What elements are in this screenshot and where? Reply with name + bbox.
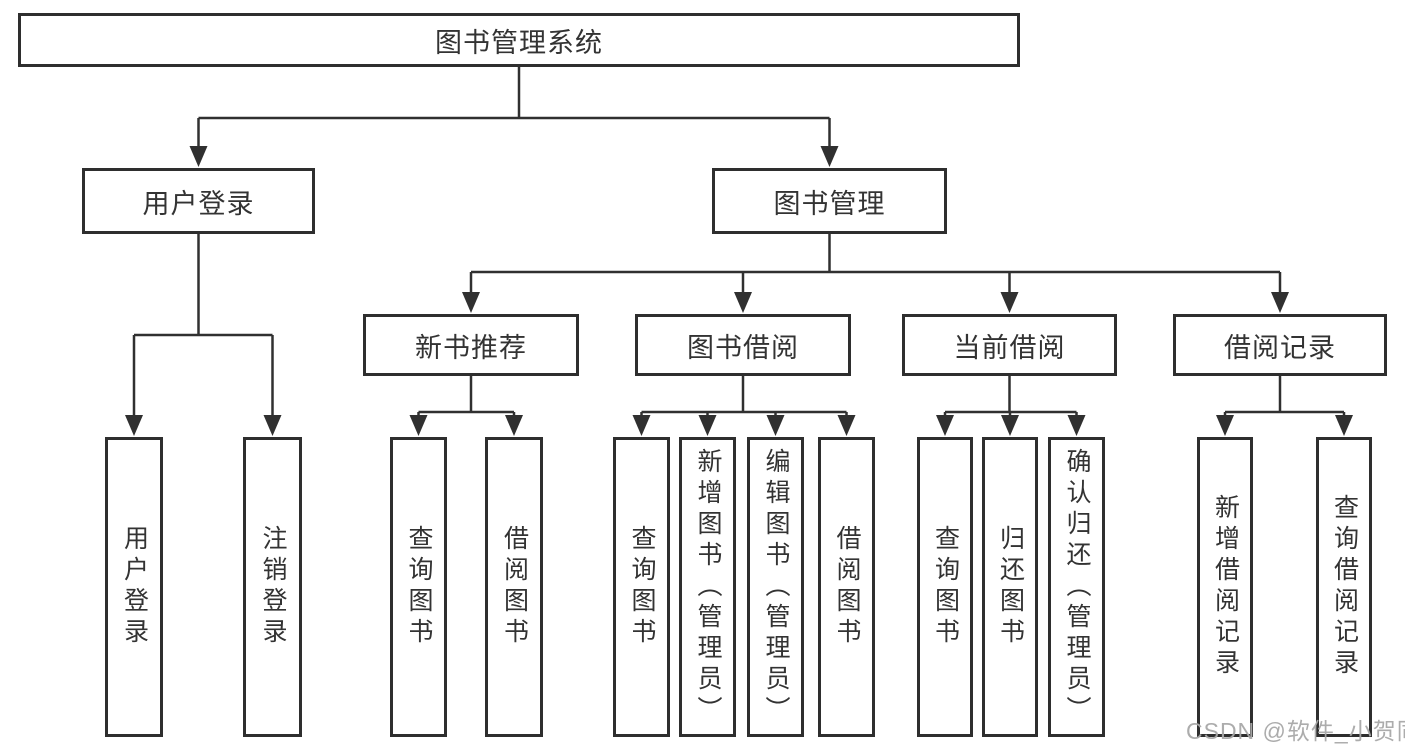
leaf-newrec-borrow-books-label: 借阅图书: [500, 525, 529, 649]
leaf-newrec-query-books-label: 查询图书: [405, 525, 433, 649]
node-library-management-system-label: 图书管理系统: [435, 27, 603, 58]
node-book-management: 图书管理: [712, 168, 947, 234]
leaf-borrow-borrow-books-label: 借阅图书: [833, 525, 861, 649]
leaf-current-query-books-label: 查询图书: [931, 525, 960, 649]
leaf-borrow-add-books: 新增图书（管理员）: [679, 437, 736, 737]
leaf-logout: 注销登录: [243, 437, 302, 737]
node-book-management-label: 图书管理: [773, 188, 886, 219]
leaf-logout-label: 注销登录: [259, 525, 287, 649]
leaf-user-login-label: 用户登录: [120, 525, 149, 649]
leaf-newrec-query-books: 查询图书: [390, 437, 447, 737]
leaf-borrow-query-books-label: 查询图书: [628, 525, 656, 649]
node-new-book-recommend: 新书推荐: [363, 314, 579, 376]
node-borrow-records: 借阅记录: [1173, 314, 1387, 376]
leaf-records-add-record: 新增借阅记录: [1197, 437, 1253, 737]
node-user-login: 用户登录: [82, 168, 315, 234]
node-book-borrow: 图书借阅: [635, 314, 851, 376]
leaf-current-confirm-return-label: 确认归还（管理员）: [1063, 447, 1091, 727]
csdn-watermark: CSDN @软件_小贺同学: [1186, 718, 1405, 744]
leaf-borrow-edit-books-label: 编辑图书（管理员）: [762, 447, 790, 727]
node-current-borrow-label: 当前借阅: [953, 332, 1066, 363]
node-library-management-system: 图书管理系统: [18, 13, 1020, 67]
leaf-records-query-record: 查询借阅记录: [1316, 437, 1372, 737]
leaf-current-query-books: 查询图书: [917, 437, 973, 737]
leaf-borrow-query-books: 查询图书: [613, 437, 670, 737]
node-current-borrow: 当前借阅: [902, 314, 1117, 376]
leaf-records-query-record-label: 查询借阅记录: [1330, 494, 1359, 680]
node-book-borrow-label: 图书借阅: [687, 332, 799, 363]
node-user-login-label: 用户登录: [142, 188, 255, 219]
leaf-current-confirm-return: 确认归还（管理员）: [1048, 437, 1105, 737]
leaf-borrow-borrow-books: 借阅图书: [818, 437, 875, 737]
leaf-user-login: 用户登录: [105, 437, 163, 737]
node-new-book-recommend-label: 新书推荐: [415, 332, 527, 363]
leaf-borrow-add-books-label: 新增图书（管理员）: [694, 447, 722, 727]
leaf-records-add-record-label: 新增借阅记录: [1211, 494, 1240, 680]
leaf-current-return-books: 归还图书: [982, 437, 1038, 737]
leaf-borrow-edit-books: 编辑图书（管理员）: [747, 437, 804, 737]
leaf-current-return-books-label: 归还图书: [996, 525, 1025, 649]
node-borrow-records-label: 借阅记录: [1224, 332, 1336, 363]
leaf-newrec-borrow-books: 借阅图书: [485, 437, 543, 737]
